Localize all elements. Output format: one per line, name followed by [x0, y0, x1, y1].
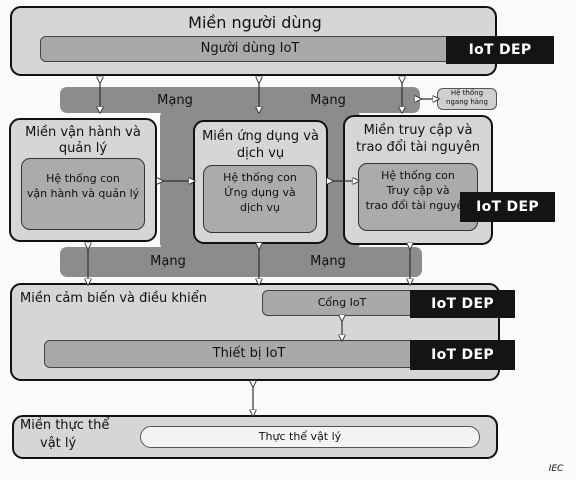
app-domain-title-2: dịch vụ — [236, 146, 285, 161]
ops-subsystem — [21, 158, 145, 230]
app-subsystem-label-2: Ứng dụng và — [224, 186, 296, 199]
network-label-bottom-left: Mạng — [150, 254, 186, 269]
access-subsystem — [358, 163, 478, 231]
app-subsystem-label-3: dịch vụ — [239, 201, 281, 214]
iot-device-label: Thiết bị IoT — [212, 346, 286, 361]
user-domain-title: Miền người dùng — [188, 13, 322, 32]
sensing-domain-title: Miền cảm biến và điều khiển — [20, 291, 207, 306]
access-subsystem-label-3: trao đổi tài nguyên — [365, 199, 471, 212]
network-label-bottom-right: Mạng — [310, 254, 346, 269]
physical-domain-title-1: Miền thực thể — [20, 418, 110, 433]
iot-dep-gateway: IoT DEP — [410, 290, 515, 318]
iot-dep-user: IoT DEP — [446, 36, 554, 64]
ops-domain-title-1: Miền vận hành và — [25, 125, 141, 140]
ops-subsystem-label-1: Hệ thống con — [46, 172, 120, 185]
access-subsystem-label-1: Hệ thống con — [381, 169, 455, 182]
iot-user-label: Người dùng IoT — [200, 41, 300, 56]
access-subsystem-label-2: Truy cập và — [386, 184, 450, 197]
access-domain-title-1: Miền truy cập và — [363, 123, 473, 138]
network-label-top-left: Mạng — [157, 93, 193, 108]
app-subsystem-label-1: Hệ thống con — [223, 171, 297, 184]
peer-system-label-2: ngang hàng — [446, 98, 488, 106]
access-domain-title-2: trao đổi tài nguyên — [356, 140, 480, 155]
iot-gateway-label: Cổng IoT — [317, 296, 367, 309]
iot-gateway-box — [262, 290, 422, 316]
iot-device-box — [44, 340, 444, 368]
source-label: IEC — [548, 464, 564, 474]
network-bar-top — [60, 87, 420, 113]
network-bar-bottom — [60, 247, 422, 277]
iot-dep-device: IoT DEP — [410, 340, 515, 370]
ops-domain-title-2: quản lý — [58, 141, 108, 156]
app-subsystem — [203, 165, 317, 233]
peer-system-label-1: Hệ thống — [450, 89, 484, 97]
app-domain-title-1: Miền ứng dụng và — [202, 129, 319, 144]
physical-entity-label: Thực thể vật lý — [258, 430, 342, 443]
physical-domain-title-2: vật lý — [40, 436, 77, 451]
iot-dep-access: IoT DEP — [460, 192, 555, 222]
network-label-top-right: Mạng — [310, 93, 346, 108]
ops-subsystem-label-2: vận hành và quản lý — [26, 187, 140, 200]
iot-user-box — [40, 36, 455, 62]
physical-entity-box — [140, 426, 480, 448]
